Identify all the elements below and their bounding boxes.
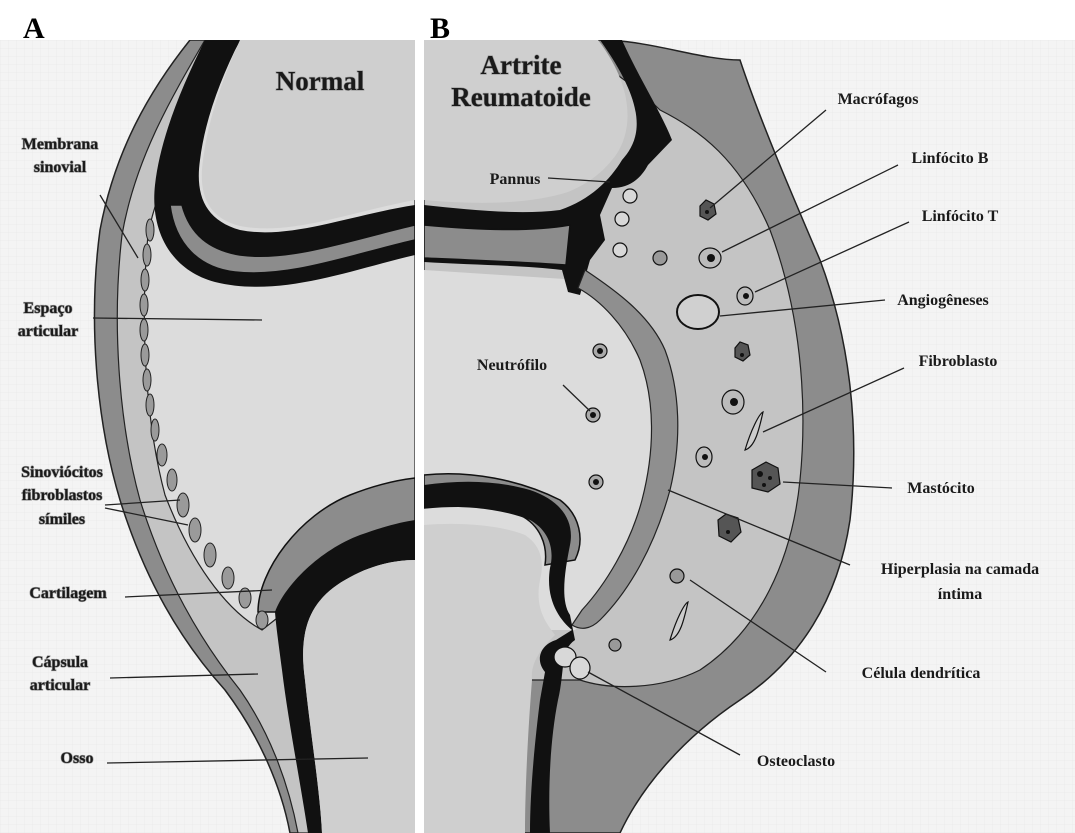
lower-bone-a xyxy=(303,560,415,833)
label-neutrofilo: Neutrófilo xyxy=(477,357,547,374)
label-linfocito-t: Linfócito T xyxy=(922,208,999,225)
label-espaco-line1: Espaço xyxy=(24,300,73,317)
upper-cartilage-b xyxy=(424,225,570,265)
label-fibroblasto: Fibroblasto xyxy=(919,353,998,370)
label-pannus: Pannus xyxy=(490,171,541,188)
angiogenesis-vessel xyxy=(677,295,719,329)
label-membrana-line2: sinovial xyxy=(34,159,87,176)
label-espaco-line2: articular xyxy=(18,323,78,340)
panel-b-title-line1: Artrite xyxy=(481,50,562,80)
label-linfocito-b: Linfócito B xyxy=(912,150,989,167)
label-hiperplasia-line2: íntima xyxy=(938,586,982,603)
panel-divider xyxy=(415,40,424,833)
label-sinov-line3: símiles xyxy=(39,511,85,528)
label-membrana-line1: Membrana xyxy=(22,136,98,153)
label-macrofagos: Macrófagos xyxy=(838,91,919,108)
label-angiogeneses: Angiogêneses xyxy=(897,292,989,309)
label-osso: Osso xyxy=(61,750,94,767)
label-mastocito: Mastócito xyxy=(907,480,975,497)
label-cartilagem: Cartilagem xyxy=(29,585,107,602)
panel-b-letter: B xyxy=(430,12,450,45)
label-osteoclasto: Osteoclasto xyxy=(757,753,835,770)
label-capsula-line2: articular xyxy=(30,677,90,694)
label-hiperplasia-line1: Hiperplasia na camada xyxy=(881,561,1039,578)
panel-a-title: Normal xyxy=(276,66,365,96)
label-sinov-line2: fibroblastos xyxy=(22,487,103,504)
label-capsula-line1: Cápsula xyxy=(32,654,88,671)
panel-b-title-line2: Reumatoide xyxy=(451,82,590,112)
label-sinov-line1: Sinoviócitos xyxy=(21,464,103,481)
label-celula-dendritica: Célula dendrítica xyxy=(862,665,981,682)
panel-a-letter: A xyxy=(23,12,45,45)
